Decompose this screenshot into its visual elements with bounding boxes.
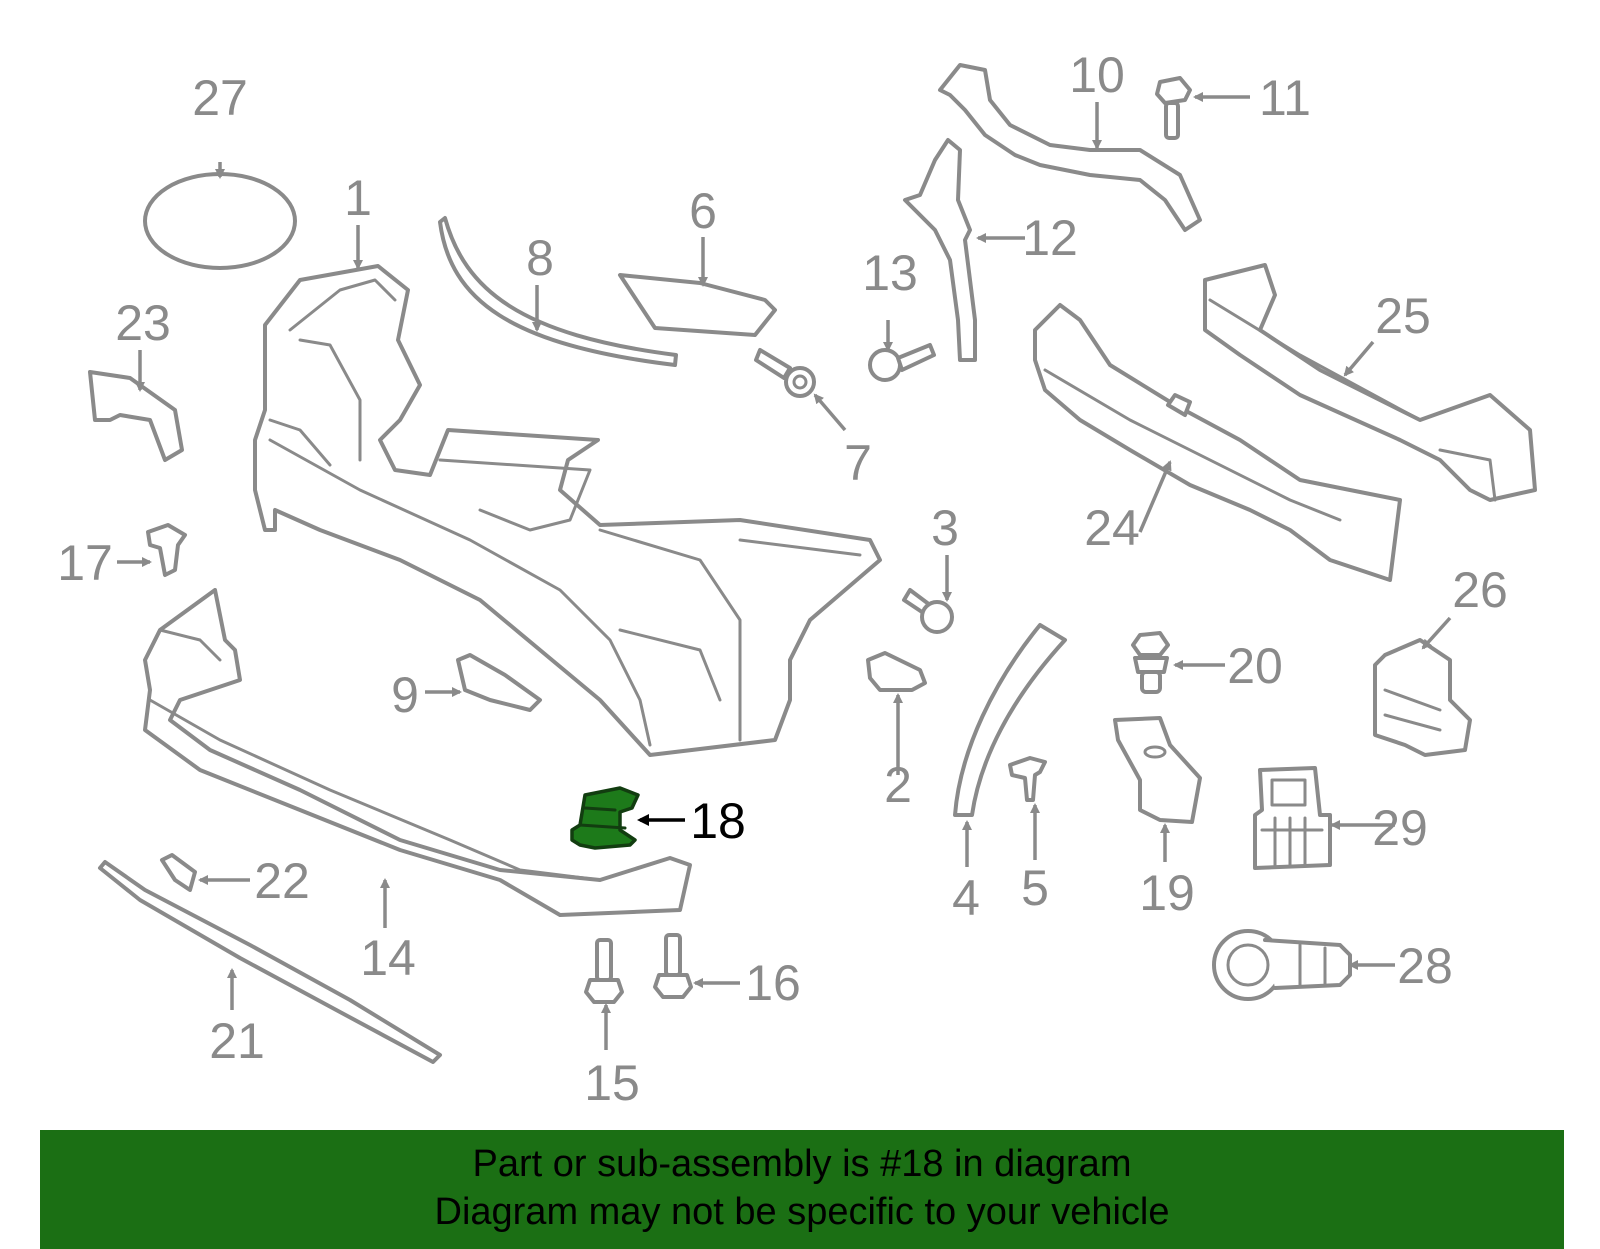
part-27-emblem xyxy=(143,172,297,270)
part-28-sensor xyxy=(1212,929,1352,1001)
part-12-bracket xyxy=(903,138,977,362)
part-29-sensor-holder xyxy=(1253,766,1332,870)
part-8-molding xyxy=(438,216,678,367)
part-25-reinforcement xyxy=(1203,263,1537,502)
part-26-module xyxy=(1373,638,1472,757)
part-24-absorber xyxy=(1033,303,1402,582)
part-6-bracket xyxy=(618,273,777,337)
leader-lines xyxy=(117,92,1452,1050)
part-19-bracket xyxy=(1113,716,1202,824)
callout-1: 1 xyxy=(344,170,372,226)
callout-labels: 27 1 8 6 7 23 17 9 14 21 22 15 16 10 11 … xyxy=(57,47,1508,1111)
part-7-bolt xyxy=(754,348,816,398)
part-4-strip xyxy=(953,623,1067,817)
callout-29: 29 xyxy=(1372,800,1428,856)
callout-17: 17 xyxy=(57,535,113,591)
callout-26: 26 xyxy=(1452,562,1508,618)
part-3-bolt xyxy=(902,588,954,634)
part-23-bracket xyxy=(88,370,184,462)
part-11-bolt xyxy=(1155,76,1192,140)
callout-15: 15 xyxy=(584,1055,640,1111)
callout-5: 5 xyxy=(1021,860,1049,916)
part-15-bolt xyxy=(584,938,624,1004)
part-5-clip xyxy=(1008,756,1047,802)
callout-21: 21 xyxy=(209,1013,265,1069)
callout-13: 13 xyxy=(862,245,918,301)
callout-27: 27 xyxy=(192,70,248,126)
part-2-clip xyxy=(866,651,927,692)
callout-10: 10 xyxy=(1069,47,1125,103)
part-20-rivet xyxy=(1131,631,1170,694)
part-9-reflector xyxy=(456,653,542,712)
callout-20: 20 xyxy=(1227,638,1283,694)
part-13-bolt xyxy=(868,343,936,382)
callout-18: 18 xyxy=(690,793,746,849)
callout-7: 7 xyxy=(844,435,872,491)
part-18-highlighted xyxy=(570,786,640,850)
parts-diagram: 27 1 8 6 7 23 17 9 14 21 22 15 16 10 11 … xyxy=(57,47,1537,1111)
callout-2: 2 xyxy=(884,757,912,813)
banner-line-2: Diagram may not be specific to your vehi… xyxy=(434,1191,1170,1233)
part-17-clip xyxy=(146,523,187,577)
part-1-bumper-cover xyxy=(253,264,882,757)
callout-12: 12 xyxy=(1022,210,1078,266)
callout-3: 3 xyxy=(931,500,959,556)
part-10-retainer xyxy=(938,63,1202,232)
banner-line-1: Part or sub-assembly is #18 in diagram xyxy=(472,1143,1132,1185)
callout-25: 25 xyxy=(1375,288,1431,344)
callout-4: 4 xyxy=(952,870,980,926)
callout-11: 11 xyxy=(1259,70,1311,126)
callout-28: 28 xyxy=(1397,938,1453,994)
callout-23: 23 xyxy=(115,295,171,351)
part-16-bolt xyxy=(653,933,693,999)
callout-14: 14 xyxy=(360,930,416,986)
callout-8: 8 xyxy=(526,230,554,286)
callout-19: 19 xyxy=(1139,865,1195,921)
part-21-lower-strip xyxy=(98,860,442,1064)
callout-9: 9 xyxy=(391,667,419,723)
callout-24: 24 xyxy=(1084,500,1140,556)
callout-16: 16 xyxy=(745,955,801,1011)
callout-6: 6 xyxy=(689,183,717,239)
callout-22: 22 xyxy=(254,853,310,909)
part-14-lower-spoiler xyxy=(143,588,692,917)
part-22-clip xyxy=(160,853,197,892)
info-banner: Part or sub-assembly is #18 in diagram D… xyxy=(40,1130,1564,1249)
